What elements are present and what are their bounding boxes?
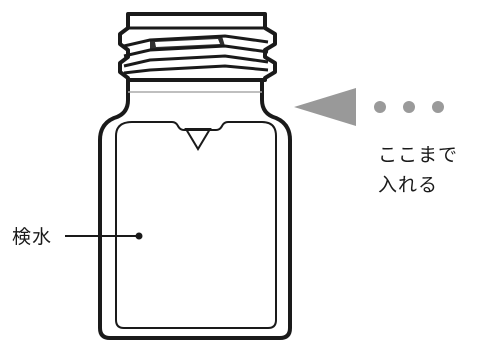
dot-1-icon	[374, 101, 386, 113]
dot-3-icon	[432, 101, 444, 113]
down-triangle-icon	[186, 129, 210, 149]
sample-water-point	[136, 233, 143, 240]
fill-instruction-line-2: 入れる	[378, 172, 438, 198]
dot-2-icon	[403, 101, 415, 113]
bottle-outline	[100, 80, 290, 338]
fill-instruction-line-1: ここまで	[378, 142, 458, 168]
bottle-cap	[120, 14, 275, 80]
inner-panel	[116, 122, 276, 328]
fill-level-arrow-icon	[294, 88, 356, 126]
sample-water-label: 検水	[12, 224, 52, 250]
